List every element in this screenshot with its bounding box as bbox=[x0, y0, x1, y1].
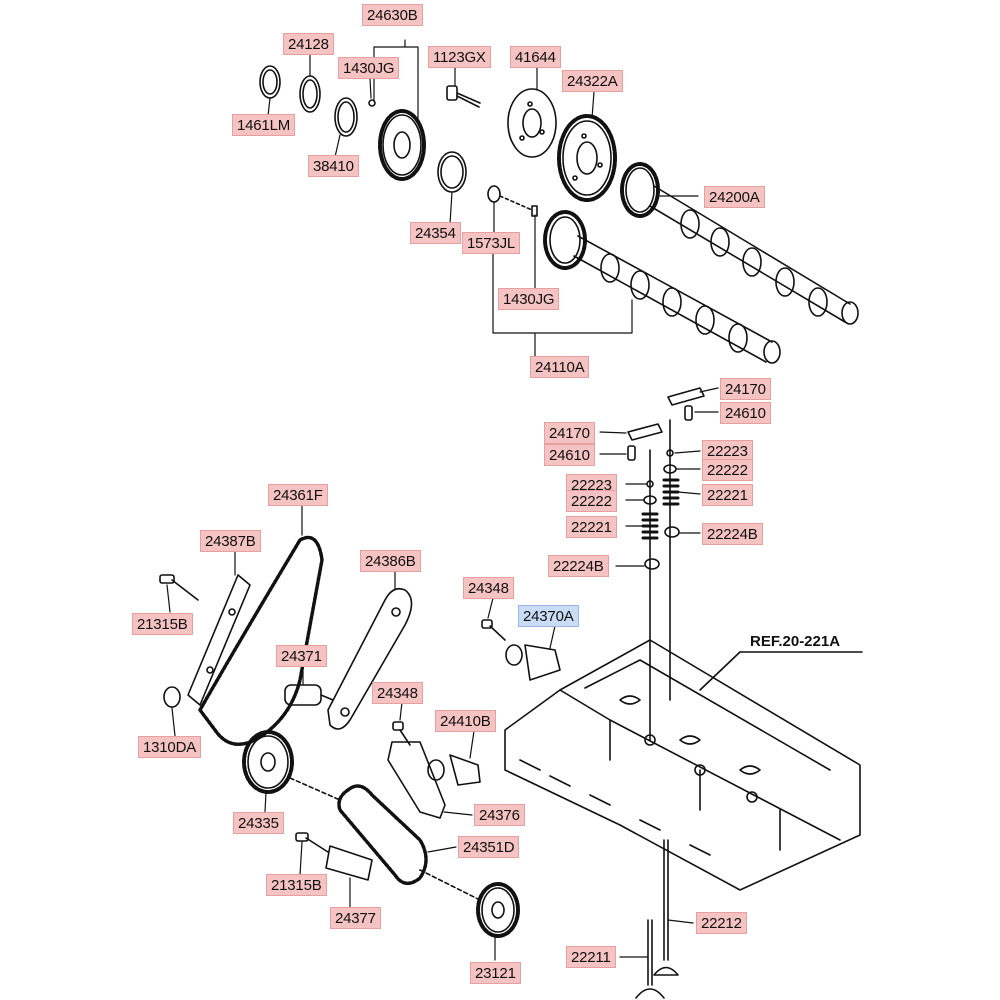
oil-valve-24370A bbox=[505, 644, 561, 681]
pin-1430JG bbox=[368, 99, 376, 107]
camshaft-24200A bbox=[620, 162, 859, 325]
ring-24128 bbox=[299, 75, 321, 113]
seal-1310DA bbox=[163, 686, 181, 708]
plate-41644 bbox=[507, 88, 557, 158]
bolt-1123GX bbox=[446, 85, 481, 108]
part-label-21315B-top[interactable]: 21315B bbox=[132, 613, 193, 635]
part-label-24386B[interactable]: 24386B bbox=[360, 550, 421, 572]
sprocket-24335 bbox=[242, 730, 294, 794]
part-label-22222-right[interactable]: 22222 bbox=[702, 459, 753, 481]
part-label-38410[interactable]: 38410 bbox=[308, 155, 359, 177]
sprocket-24322A bbox=[557, 114, 617, 202]
part-label-24348-mid[interactable]: 24348 bbox=[372, 682, 423, 704]
tensioner-arm-24386B bbox=[327, 587, 413, 730]
part-label-1430JG-mid[interactable]: 1430JG bbox=[498, 288, 560, 310]
tensioner-24371 bbox=[284, 684, 334, 706]
part-label-22222-left[interactable]: 22222 bbox=[566, 490, 617, 512]
part-label-22224B-left[interactable]: 22224B bbox=[548, 555, 609, 577]
part-label-24351D[interactable]: 24351D bbox=[458, 836, 520, 858]
part-label-24376[interactable]: 24376 bbox=[474, 804, 525, 826]
part-label-24335[interactable]: 24335 bbox=[233, 812, 284, 834]
part-label-24630B[interactable]: 24630B bbox=[362, 4, 423, 26]
ring-24354 bbox=[437, 151, 467, 193]
sprocket-23121 bbox=[476, 882, 520, 938]
ring-38410 bbox=[334, 97, 358, 137]
part-label-24387B[interactable]: 24387B bbox=[200, 530, 261, 552]
snap-ring-1461LM bbox=[259, 65, 281, 99]
seal-22224B-a bbox=[664, 526, 680, 538]
guide-24376 bbox=[387, 741, 446, 819]
tensioner-24377 bbox=[325, 845, 373, 881]
rocker-24170-b bbox=[627, 423, 663, 441]
bolt-24348-a bbox=[481, 619, 506, 641]
part-label-24322A[interactable]: 24322A bbox=[562, 70, 623, 92]
oil-jet-24410B bbox=[427, 754, 481, 786]
part-label-24200A[interactable]: 24200A bbox=[704, 186, 765, 208]
part-label-24110A[interactable]: 24110A bbox=[530, 356, 590, 378]
part-label-1123GX[interactable]: 1123GX bbox=[428, 46, 491, 68]
reference-label: REF.20-221A bbox=[750, 633, 841, 650]
valve-22212 bbox=[653, 839, 679, 976]
part-label-41644[interactable]: 41644 bbox=[510, 46, 561, 68]
lash-24610-a bbox=[684, 405, 693, 421]
part-label-22211[interactable]: 22211 bbox=[566, 946, 616, 968]
part-label-21315B-bottom[interactable]: 21315B bbox=[266, 874, 327, 896]
part-label-24170-left[interactable]: 24170 bbox=[544, 422, 595, 444]
part-label-22224B-right[interactable]: 22224B bbox=[702, 523, 763, 545]
chain-24351D bbox=[337, 784, 428, 885]
pin-1430JG-b bbox=[531, 205, 538, 217]
cylinder-head bbox=[504, 639, 861, 891]
part-label-1310DA[interactable]: 1310DA bbox=[138, 736, 202, 758]
part-label-22223-right[interactable]: 22223 bbox=[702, 440, 753, 462]
sprocket-24630B bbox=[378, 109, 426, 181]
spring-22221-a bbox=[662, 478, 680, 506]
leader-lines bbox=[166, 39, 719, 961]
part-label-24361F[interactable]: 24361F bbox=[268, 484, 328, 506]
part-label-1573JL[interactable]: 1573JL bbox=[462, 232, 521, 254]
part-label-24370A[interactable]: 24370A bbox=[518, 605, 579, 627]
part-label-22221-left[interactable]: 22221 bbox=[566, 516, 617, 538]
part-label-24377[interactable]: 24377 bbox=[330, 907, 381, 929]
valve-22211 bbox=[635, 919, 665, 999]
part-label-24354[interactable]: 24354 bbox=[410, 222, 461, 244]
part-label-22212[interactable]: 22212 bbox=[696, 912, 747, 934]
part-label-1461LM[interactable]: 1461LM bbox=[232, 114, 296, 136]
part-label-24610-left[interactable]: 24610 bbox=[544, 444, 595, 466]
lash-24610-b bbox=[627, 445, 636, 461]
guide-24387B bbox=[187, 574, 251, 706]
part-label-1430JG-top[interactable]: 1430JG bbox=[338, 57, 400, 79]
part-label-24371[interactable]: 24371 bbox=[276, 645, 327, 667]
seal-22224B-b bbox=[644, 558, 660, 570]
part-label-24128[interactable]: 24128 bbox=[283, 33, 334, 55]
bolt-21315B-a bbox=[159, 574, 199, 601]
part-label-24170-top[interactable]: 24170 bbox=[720, 378, 771, 400]
part-label-22221-right[interactable]: 22221 bbox=[702, 484, 753, 506]
part-label-24610-top[interactable]: 24610 bbox=[720, 402, 771, 424]
timing-chain-24361F bbox=[198, 535, 324, 746]
bolt-21315B-b bbox=[295, 832, 329, 853]
dowel-1573JL bbox=[487, 185, 501, 203]
rocker-24170-a bbox=[667, 387, 705, 406]
part-label-23121[interactable]: 23121 bbox=[470, 962, 521, 984]
part-label-24348-top[interactable]: 24348 bbox=[463, 577, 514, 599]
camshaft-24110A bbox=[543, 210, 781, 364]
part-label-24410B[interactable]: 24410B bbox=[435, 710, 496, 732]
